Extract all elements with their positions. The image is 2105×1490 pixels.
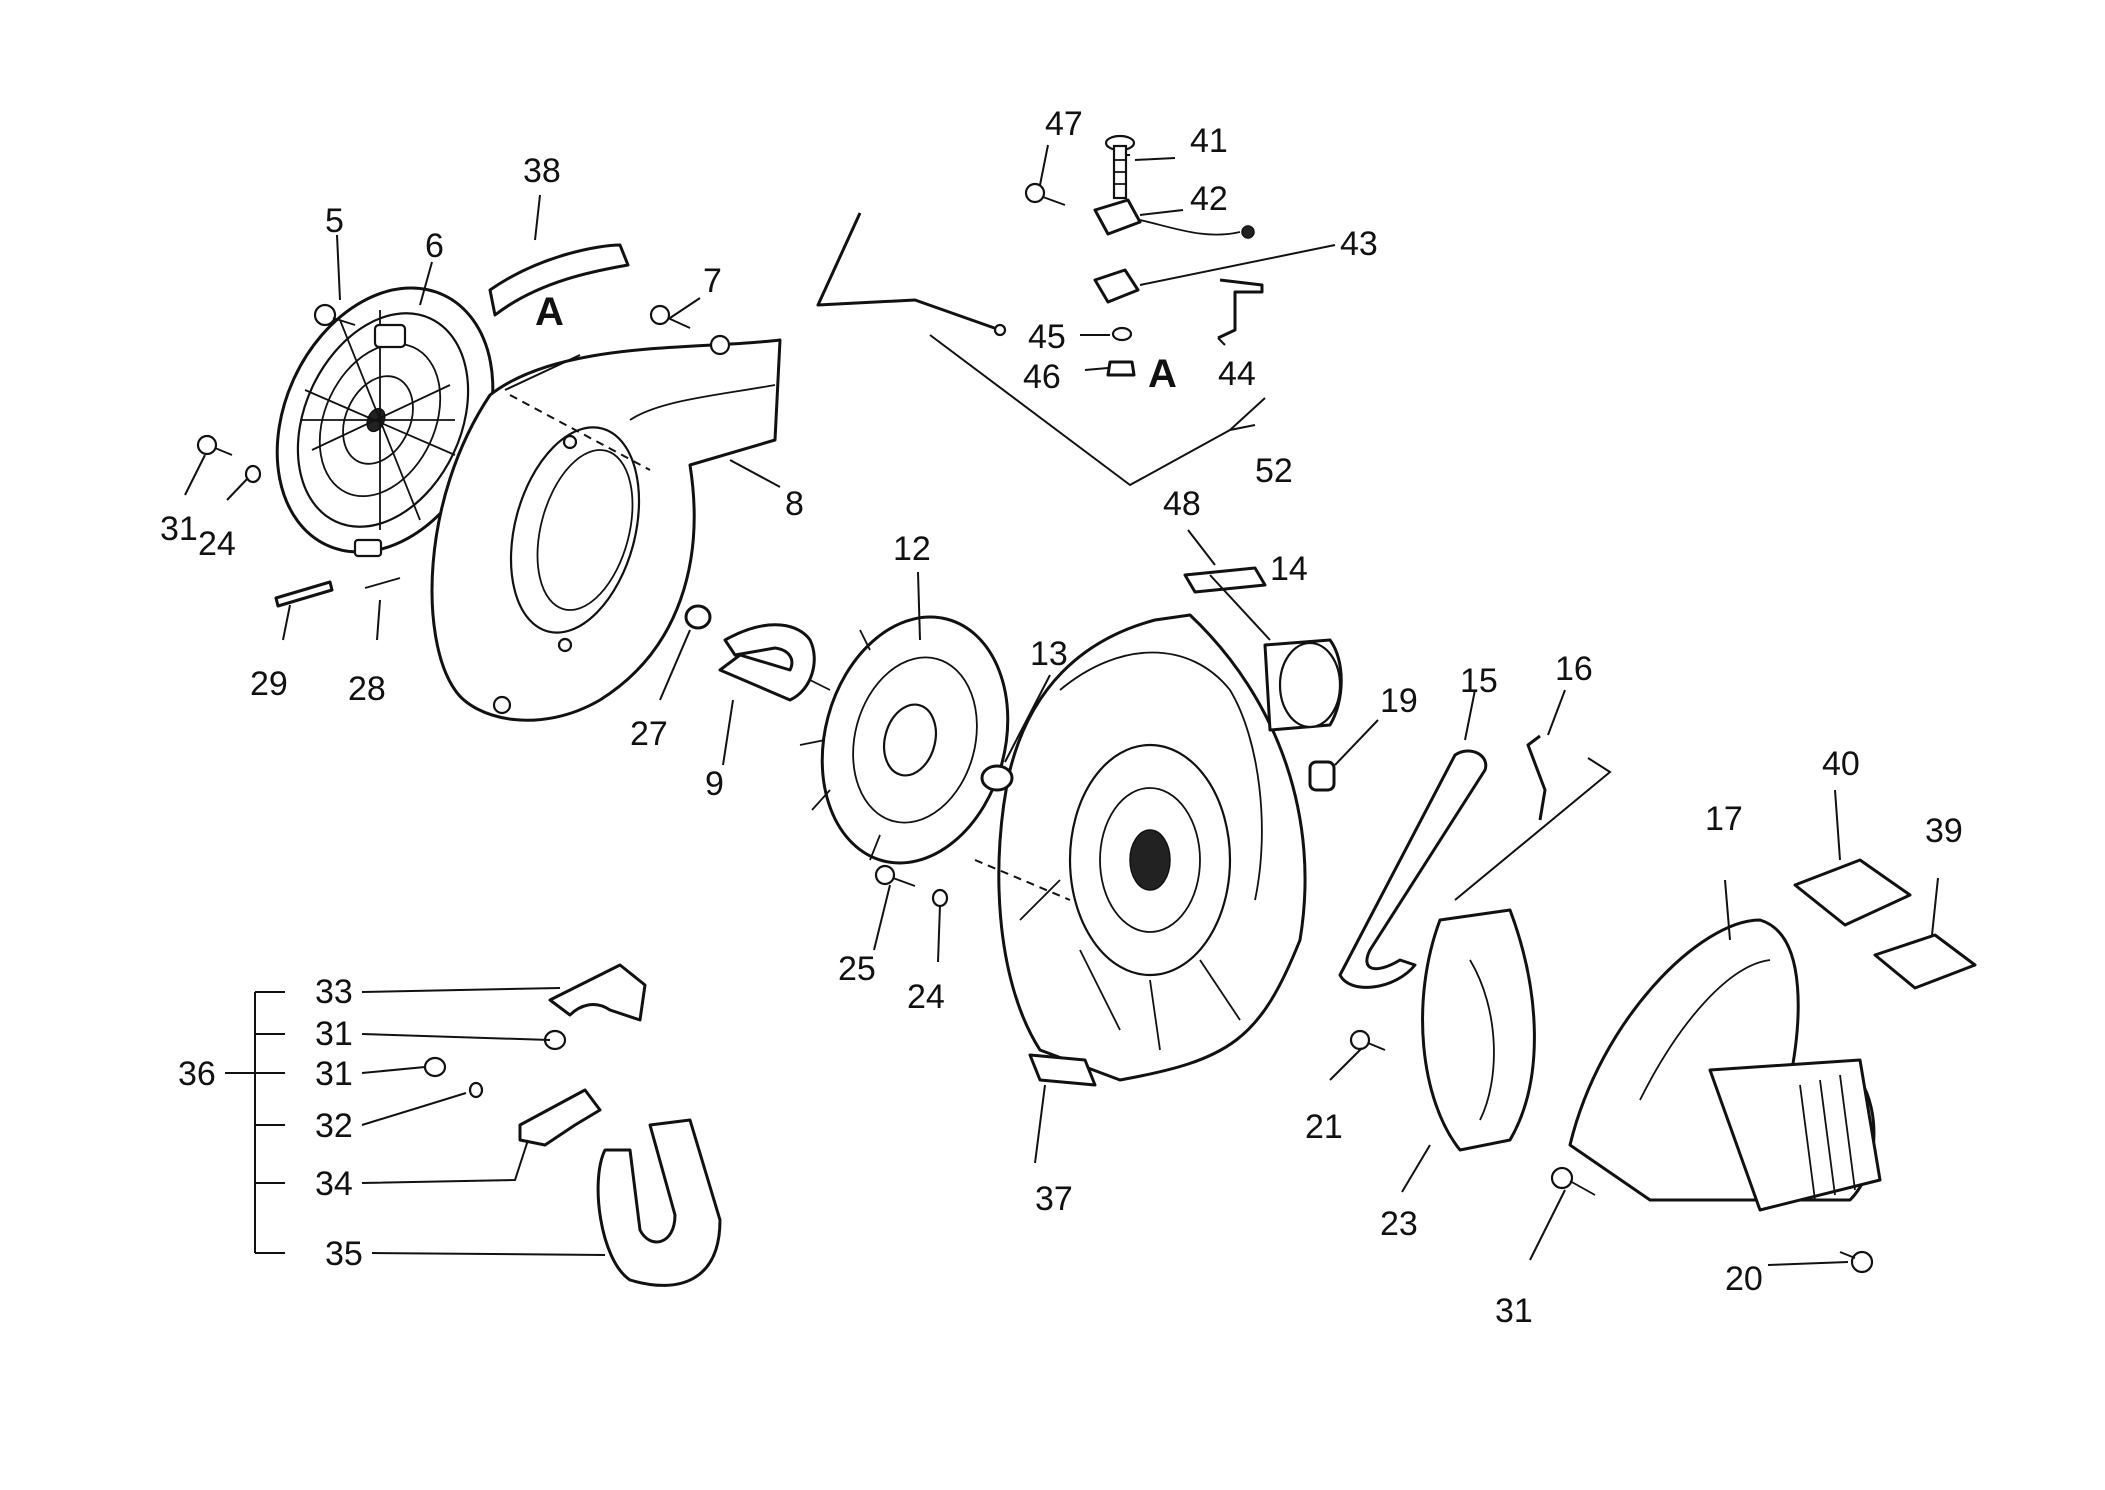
label-24: 24 bbox=[198, 525, 236, 563]
sticker-48 bbox=[1183, 566, 1267, 594]
callout-labels: 5 6 A 38 7 31 24 29 28 8 27 9 12 13 48 1… bbox=[160, 105, 1963, 1330]
label-52: 52 bbox=[1255, 452, 1293, 490]
label-12: 12 bbox=[893, 530, 931, 568]
label-13: 13 bbox=[1030, 635, 1068, 673]
label-41: 41 bbox=[1190, 122, 1228, 160]
label-34: 34 bbox=[315, 1165, 353, 1203]
label-28: 28 bbox=[348, 670, 386, 708]
blower-case bbox=[997, 613, 1343, 1082]
label-16: 16 bbox=[1555, 650, 1593, 688]
label-15: 15 bbox=[1460, 662, 1498, 700]
label-35: 35 bbox=[325, 1235, 363, 1273]
label-29: 29 bbox=[250, 665, 288, 703]
bracket-b bbox=[1454, 757, 1612, 901]
engine-cover bbox=[1568, 918, 1882, 1212]
fasteners bbox=[196, 303, 1874, 1274]
reference-a-left: A bbox=[535, 290, 564, 334]
label-42: 42 bbox=[1190, 180, 1228, 218]
fan-housing bbox=[430, 334, 782, 722]
stop-switch-assembly bbox=[1024, 134, 1264, 377]
label-36: 36 bbox=[178, 1055, 216, 1093]
label-17: 17 bbox=[1705, 800, 1743, 838]
fan-hub-holder bbox=[718, 623, 816, 702]
handle-assembly bbox=[423, 963, 722, 1287]
label-19: 19 bbox=[1380, 682, 1418, 720]
label-39: 39 bbox=[1925, 812, 1963, 850]
label-38: 38 bbox=[523, 152, 561, 190]
label-5: 5 bbox=[325, 202, 344, 240]
label-31: 31 bbox=[1495, 1292, 1533, 1330]
label-46: 46 bbox=[1023, 358, 1061, 396]
starter-grille-cover bbox=[275, 286, 495, 558]
label-31: 31 bbox=[315, 1055, 353, 1093]
label-21: 21 bbox=[1305, 1108, 1343, 1146]
reference-a-right: A bbox=[1148, 352, 1177, 396]
label-48: 48 bbox=[1163, 485, 1201, 523]
label-32: 32 bbox=[315, 1107, 353, 1145]
handle-cover bbox=[1421, 908, 1536, 1152]
label-24: 24 bbox=[907, 978, 945, 1016]
leader-lines bbox=[184, 144, 1939, 1266]
bracket-a bbox=[504, 354, 581, 391]
label-37: 37 bbox=[1035, 1180, 1073, 1218]
label-44: 44 bbox=[1218, 355, 1256, 393]
label-7: 7 bbox=[703, 262, 722, 300]
sticker-40 bbox=[1793, 858, 1912, 927]
rod-16 bbox=[1526, 734, 1547, 821]
label-43: 43 bbox=[1340, 225, 1378, 263]
label-20: 20 bbox=[1725, 1260, 1763, 1298]
label-9: 9 bbox=[705, 765, 724, 803]
label-33: 33 bbox=[315, 973, 353, 1011]
label-6: 6 bbox=[425, 227, 444, 265]
label-31: 31 bbox=[315, 1015, 353, 1053]
label-25: 25 bbox=[838, 950, 876, 988]
label-27: 27 bbox=[630, 715, 668, 753]
bushing-19 bbox=[1308, 760, 1336, 792]
label-8: 8 bbox=[785, 485, 804, 523]
label-40: 40 bbox=[1822, 745, 1860, 783]
sticker-39 bbox=[1873, 933, 1977, 990]
label-23: 23 bbox=[1380, 1205, 1418, 1243]
label-47: 47 bbox=[1045, 105, 1083, 143]
sticker-37 bbox=[1028, 1053, 1097, 1087]
nut-27 bbox=[684, 604, 712, 630]
explode-line-b bbox=[974, 859, 1071, 901]
label-45: 45 bbox=[1028, 318, 1066, 356]
handle-grip-strip bbox=[1338, 749, 1488, 989]
label-14: 14 bbox=[1270, 550, 1308, 588]
throttle-rod bbox=[816, 212, 1001, 332]
washer-13 bbox=[980, 764, 1014, 792]
label-31: 31 bbox=[160, 510, 198, 548]
duct-cover-strip bbox=[488, 243, 630, 317]
explode-line-a bbox=[509, 394, 651, 471]
impeller-fan bbox=[799, 615, 1010, 865]
